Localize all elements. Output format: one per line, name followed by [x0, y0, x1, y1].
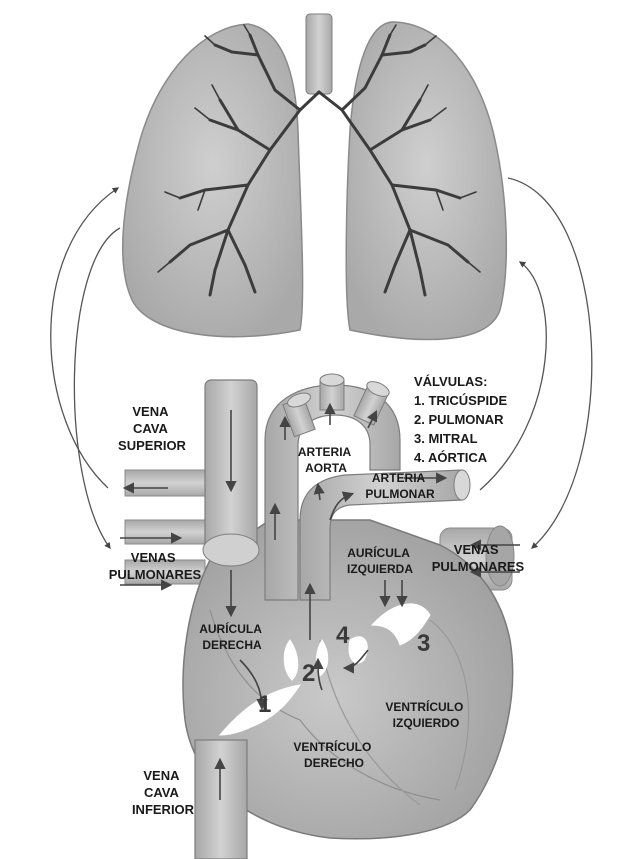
valve-number-4: 4: [336, 622, 350, 649]
label-vena-cava-superior: VENA CAVA SUPERIOR: [118, 404, 187, 453]
lung-right: [123, 24, 303, 337]
arrow-from-lungs-right: [508, 178, 592, 548]
pulmonary-vein-left-upper: [125, 520, 215, 544]
valves-legend-item-2: 2. PULMONAR: [414, 412, 504, 427]
valves-legend: VÁLVULAS: 1. TRICÚSPIDE 2. PULMONAR 3. M…: [414, 374, 508, 465]
valves-legend-title: VÁLVULAS:: [414, 374, 487, 389]
lung-left: [346, 22, 506, 340]
label-arteria-aorta: ARTERIA AORTA: [298, 445, 354, 475]
valves-legend-item-4: 4. AÓRTICA: [414, 450, 488, 465]
valve-number-2: 2: [302, 660, 315, 687]
valve-number-1: 1: [258, 691, 271, 718]
valve-aortic: [349, 637, 367, 663]
valves-legend-item-1: 1. TRICÚSPIDE: [414, 393, 508, 408]
arrow-from-lungs-left: [74, 228, 120, 548]
trachea: [306, 14, 332, 94]
valve-number-3: 3: [417, 630, 430, 657]
valves-legend-item-3: 3. MITRAL: [414, 431, 478, 446]
arrow-to-lungs-left: [51, 188, 118, 488]
inferior-vena-cava: [195, 740, 247, 859]
label-vena-cava-inferior: VENA CAVA INFERIOR: [132, 768, 195, 817]
lungs: [123, 14, 507, 340]
